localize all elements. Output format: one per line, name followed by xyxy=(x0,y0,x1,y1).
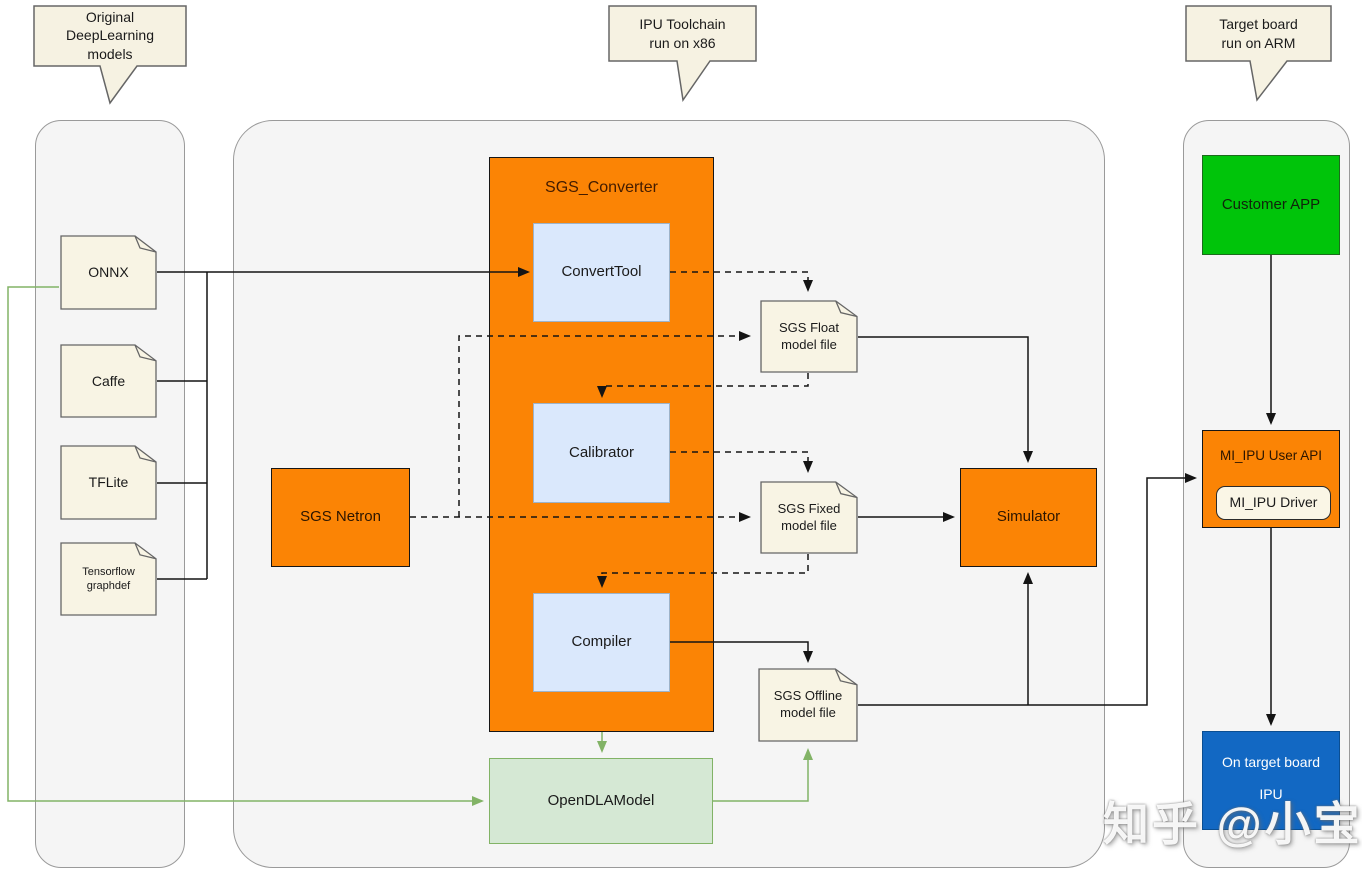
callout-original-models-text: Original DeepLearning models xyxy=(66,9,154,62)
document-shape xyxy=(760,300,858,373)
node-sgs-float-file-label: SGS Float model file xyxy=(779,319,839,352)
node-tensorflow-graphdef-label: Tensorflow graphdef xyxy=(82,565,135,592)
node-mi-ipu-driver: MI_IPU Driver xyxy=(1216,486,1331,520)
node-on-target-board-line2: IPU xyxy=(1259,785,1283,802)
node-caffe-label: Caffe xyxy=(91,372,126,389)
node-compiler: Compiler xyxy=(533,593,670,692)
node-mi-ipu-driver-label: MI_IPU Driver xyxy=(1229,494,1318,511)
callout-bubble-shape xyxy=(608,5,757,102)
node-sgs-fixed-file: SGS Fixed model file xyxy=(760,481,858,554)
node-opendla-model-label: OpenDLAModel xyxy=(547,791,655,809)
node-compiler-label: Compiler xyxy=(571,633,632,651)
node-opendla-model: OpenDLAModel xyxy=(489,758,713,844)
node-onnx-label: ONNX xyxy=(88,264,129,281)
callout-ipu-toolchain: IPU Toolchain run on x86 xyxy=(608,5,759,105)
node-convert-tool-label: ConvertTool xyxy=(561,263,642,281)
node-mi-ipu-user-api-label: MI_IPU User API xyxy=(1219,448,1323,463)
node-customer-app-label: Customer APP xyxy=(1221,195,1321,213)
callout-ipu-toolchain-text: IPU Toolchain run on x86 xyxy=(639,16,726,51)
callout-target-board-text: Target board run on ARM xyxy=(1219,16,1298,51)
node-mi-ipu-user-api: MI_IPU User API MI_IPU Driver xyxy=(1202,430,1340,528)
node-sgs-offline-file-label: SGS Offline model file xyxy=(773,688,843,720)
node-sgs-netron: SGS Netron xyxy=(271,468,410,567)
node-tflite-label: TFLite xyxy=(88,474,129,491)
watermark-text: 知乎 @小宝 xyxy=(1103,798,1362,850)
node-customer-app: Customer APP xyxy=(1202,155,1340,255)
document-shape xyxy=(758,668,858,742)
node-on-target-board-line1: On target board xyxy=(1221,754,1321,770)
node-calibrator: Calibrator xyxy=(533,403,670,503)
node-on-target-board-ipu: On target board IPU xyxy=(1202,731,1340,830)
callout-bubble-shape xyxy=(33,5,187,105)
callout-original-models: Original DeepLearning models xyxy=(33,5,189,107)
node-sgs-offline-file: SGS Offline model file xyxy=(758,668,858,742)
node-sgs-converter-title: SGS_Converter xyxy=(545,179,658,196)
node-onnx: ONNX xyxy=(60,235,157,310)
node-sgs-netron-label: SGS Netron xyxy=(300,508,381,526)
callout-bubble-shape xyxy=(1185,5,1332,102)
document-shape xyxy=(760,481,858,554)
node-tflite: TFLite xyxy=(60,445,157,520)
node-calibrator-label: Calibrator xyxy=(568,443,635,461)
node-sgs-fixed-file-label: SGS Fixed model file xyxy=(777,500,841,533)
callout-target-board: Target board run on ARM xyxy=(1185,5,1333,105)
node-convert-tool: ConvertTool xyxy=(533,223,670,322)
node-tensorflow-graphdef: Tensorflow graphdef xyxy=(60,542,157,616)
node-sgs-float-file: SGS Float model file xyxy=(760,300,858,373)
node-simulator-label: Simulator xyxy=(996,508,1061,526)
node-simulator: Simulator xyxy=(960,468,1097,567)
node-caffe: Caffe xyxy=(60,344,157,418)
